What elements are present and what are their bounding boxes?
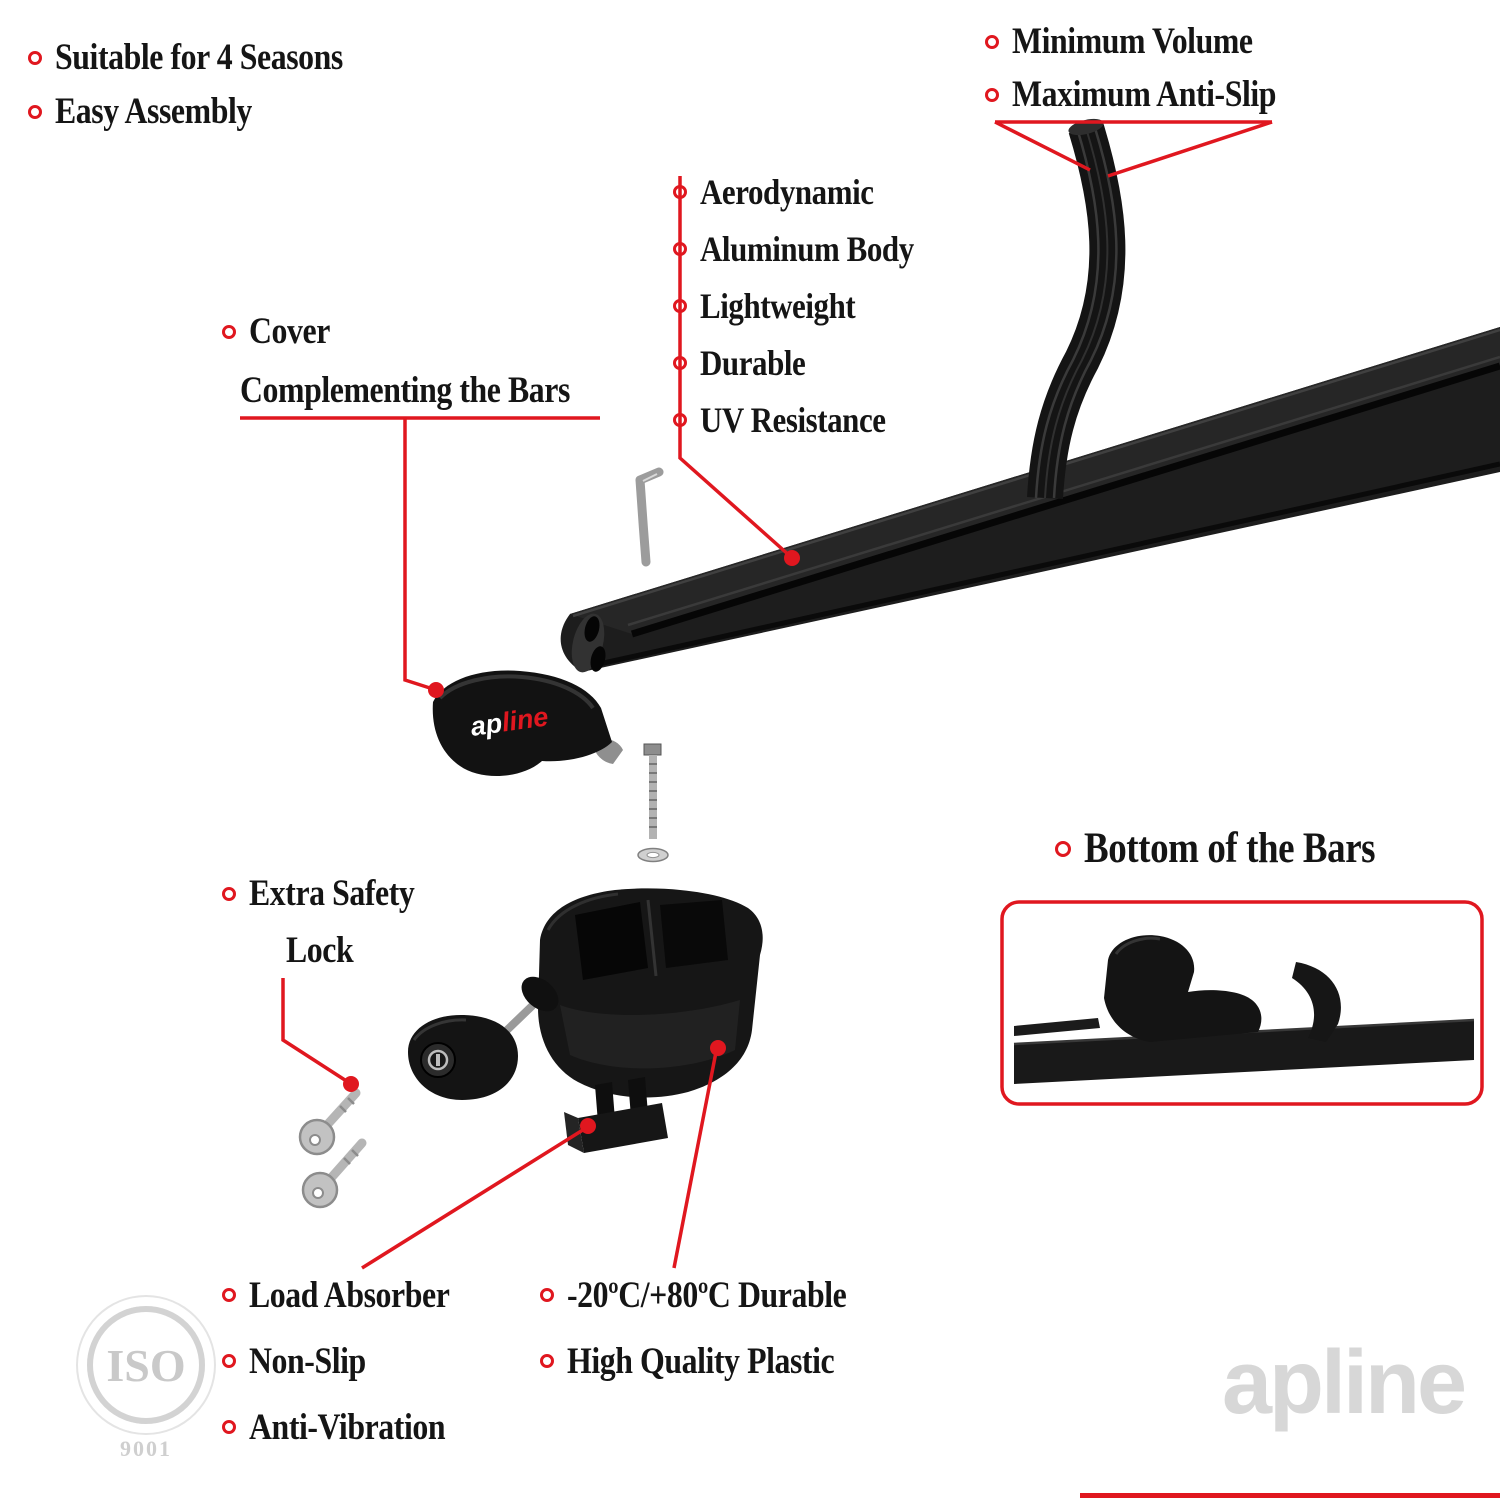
feature-label: Aluminum Body [700,228,914,269]
feature-label: Easy Assembly [55,91,252,132]
bottom-accent-line [1080,1493,1500,1498]
cover-callout: Cover Complementing the Bars [222,310,624,412]
list-item: Easy Assembly [28,90,390,133]
feature-label: Load Absorber [249,1274,450,1316]
bullet-ring-icon [540,1288,554,1302]
list-item: Anti-Vibration [222,1394,482,1460]
bullet-ring-icon [28,50,42,65]
bullet-ring-icon [222,886,236,901]
list-item: High Quality Plastic [540,1328,892,1394]
list-item: UV Resistance [673,391,949,448]
safety-lock-callout: Extra Safety Lock [222,872,441,972]
bullet-ring-icon [673,298,687,313]
feature-label: -20ºC/+80ºC Durable [567,1274,847,1316]
feature-label: Aerodynamic [700,171,874,212]
bottom-of-bars-callout: Bottom of the Bars [1055,824,1423,873]
list-item: Extra Safety [222,872,441,915]
feature-label: Durable [700,342,806,383]
callout-label: Bottom of the Bars [1084,825,1376,872]
callout-label: Extra Safety [249,873,415,914]
cover-logo: apline [469,701,550,742]
top-left-feature-list: Suitable for 4 Seasons Easy Assembly [28,36,390,144]
callout-label-line2: Lock [286,930,354,971]
bullet-ring-icon [28,104,42,119]
bolt [643,743,662,839]
list-item: Aerodynamic [673,163,949,220]
list-item: Non-Slip [222,1328,482,1394]
mounting-foot [538,888,763,1098]
bullet-ring-icon [222,1288,236,1302]
bullet-ring-icon [985,34,999,49]
list-item: Bottom of the Bars [1055,824,1423,873]
list-item: Lightweight [673,277,949,334]
feature-label: Maximum Anti-Slip [1012,74,1277,115]
feature-label: Suitable for 4 Seasons [55,37,343,78]
bar-feature-list: Aerodynamic Aluminum Body Lightweight Du… [673,163,949,448]
rubber-strip [1027,118,1126,500]
list-item: Maximum Anti-Slip [985,73,1319,116]
keys [298,1088,367,1209]
feature-label: Lightweight [700,285,856,326]
list-item: Load Absorber [222,1262,482,1328]
feature-label: Anti-Vibration [249,1406,446,1448]
load-absorber-pad [564,1077,668,1153]
bar-cover-cap: apline [432,670,623,777]
callout-dots [343,550,800,1134]
list-item: -20ºC/+80ºC Durable [540,1262,892,1328]
mounting-feature-list: Load Absorber Non-Slip Anti-Vibration [222,1262,482,1460]
bullet-ring-icon [673,355,687,370]
safety-lock [408,976,559,1100]
allen-key [635,467,664,567]
bullet-ring-icon [673,412,687,427]
feature-label: Minimum Volume [1012,21,1253,62]
bullet-ring-icon [222,1354,236,1368]
callout-lines [240,120,1273,1270]
bullet-ring-icon [985,87,999,102]
bullet-ring-icon [222,1420,236,1434]
iso-number: 9001 [120,1436,172,1461]
bottom-of-bars-inset-art [1000,900,1484,1106]
list-item: Durable [673,334,949,391]
washer [637,847,669,863]
bullet-ring-icon [673,184,687,199]
brand-watermark: apline [1222,1333,1467,1433]
list-item: Aluminum Body [673,220,949,277]
feature-label: High Quality Plastic [567,1340,835,1382]
callout-label: Cover [249,311,330,352]
top-right-feature-list: Minimum Volume Maximum Anti-Slip [985,20,1319,126]
list-item: Minimum Volume [985,20,1319,63]
list-item: Suitable for 4 Seasons [28,36,390,79]
iso-badge-icon: ISO [87,1306,205,1424]
bullet-ring-icon [222,324,236,339]
feature-label: UV Resistance [700,399,886,440]
bullet-ring-icon [540,1354,554,1368]
bullet-ring-icon [673,241,687,256]
iso-9001-watermark: ISO 9001 [76,1306,216,1462]
list-item: Cover [222,310,624,353]
callout-label-line2: Complementing the Bars [240,370,570,411]
bullet-ring-icon [1055,840,1071,857]
material-feature-list: -20ºC/+80ºC Durable High Quality Plastic [540,1262,892,1394]
feature-label: Non-Slip [249,1340,366,1382]
